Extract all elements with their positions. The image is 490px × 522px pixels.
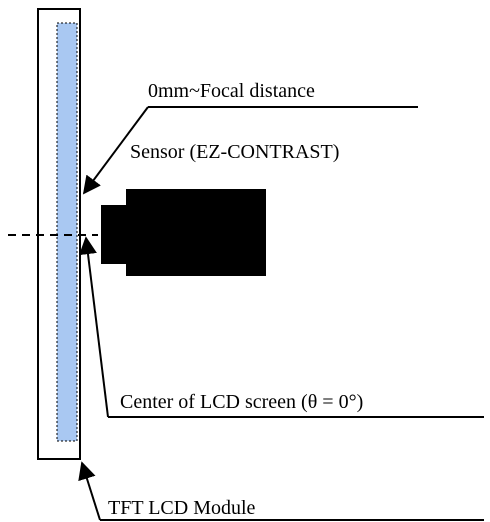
sensor-label: Sensor (EZ-CONTRAST)	[130, 141, 339, 163]
module-leader	[78, 461, 101, 521]
focal-distance-label: 0mm~Focal distance	[148, 80, 315, 102]
module-label: TFT LCD Module	[108, 497, 256, 519]
center-leader	[79, 236, 109, 418]
center-label: Center of LCD screen (θ = 0°)	[120, 391, 363, 413]
focal-distance-leader	[82, 106, 149, 195]
lcd-screen	[56, 22, 78, 442]
sensor-body	[101, 189, 266, 276]
